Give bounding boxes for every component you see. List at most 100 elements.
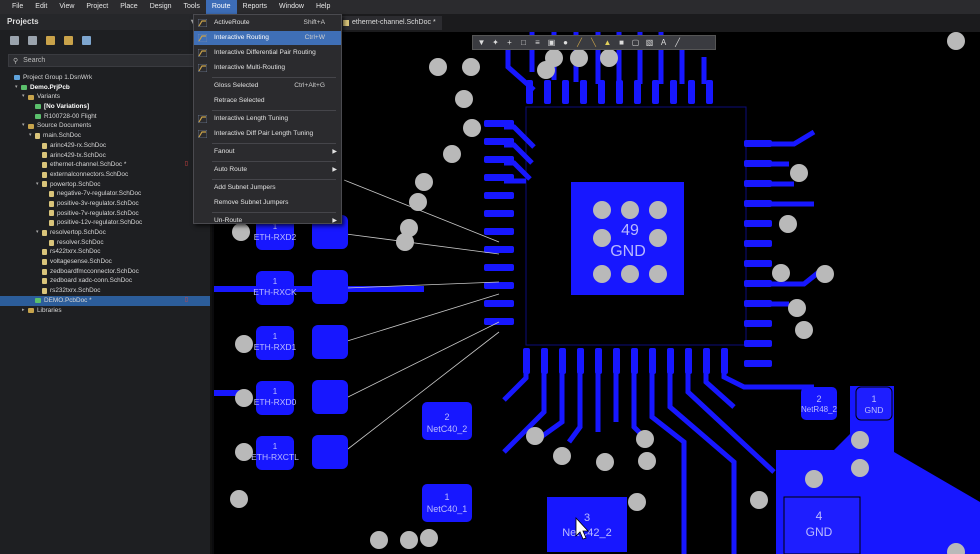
ic-pin[interactable] — [744, 300, 772, 307]
pad-netc42-2[interactable] — [547, 497, 627, 552]
tree-item[interactable]: positive-3v-regulator.SchDoc — [0, 199, 210, 209]
via[interactable] — [816, 265, 834, 283]
via[interactable] — [596, 453, 614, 471]
pcb-drawing[interactable]: 49 GND 1ETH-RXD21ETH-RXCK1ETH-RXD11ETH-R… — [214, 32, 980, 554]
compile-icon[interactable] — [28, 35, 37, 45]
expand-arrow-icon[interactable]: ▾ — [36, 180, 39, 187]
tree-item[interactable]: positive-12v-regulator.SchDoc — [0, 218, 210, 228]
tree-item[interactable]: externalconnectors.SchDoc — [0, 170, 210, 180]
pad-pair[interactable] — [312, 270, 348, 304]
ic-pin[interactable] — [484, 282, 514, 289]
pad-eth-rxck[interactable] — [256, 271, 294, 305]
via[interactable] — [526, 427, 544, 445]
tree-item[interactable]: negative-7v-regulator.SchDoc — [0, 189, 210, 199]
tree-item[interactable]: rs232txrx.SchDoc — [0, 286, 210, 296]
search-input[interactable]: ⚲ Search — [8, 54, 202, 67]
ic-right-pins[interactable] — [744, 140, 772, 367]
pad-pair[interactable] — [312, 325, 348, 359]
component-icon[interactable]: ▣ — [547, 38, 556, 47]
via[interactable] — [396, 233, 414, 251]
menu-item-interactive-diff-pair-length-tuning[interactable]: Interactive Diff Pair Length Tuning — [194, 127, 341, 141]
ic-bottom-pins[interactable] — [523, 348, 728, 374]
ic-pin[interactable] — [744, 160, 772, 167]
ic-pin[interactable] — [580, 80, 587, 104]
pad-gnd-1[interactable] — [855, 386, 893, 421]
ic-pin[interactable] — [744, 200, 772, 207]
via[interactable] — [443, 145, 461, 163]
tree-item[interactable]: ▾powertop.SchDoc — [0, 180, 210, 190]
ic-pin[interactable] — [652, 80, 659, 104]
ic-pin[interactable] — [744, 320, 772, 327]
tree-item[interactable]: [No Variations] — [0, 102, 210, 112]
via[interactable] — [636, 430, 654, 448]
ic-pin[interactable] — [670, 80, 677, 104]
ic-pin[interactable] — [744, 220, 772, 227]
expand-arrow-icon[interactable]: ▾ — [22, 93, 25, 100]
expand-arrow-icon[interactable]: ▾ — [36, 229, 39, 235]
settings-icon[interactable] — [82, 35, 91, 45]
tree-item[interactable]: rs422txrx.SchDoc — [0, 247, 210, 257]
pad-eth-rxctl[interactable] — [256, 436, 294, 470]
via[interactable] — [805, 470, 823, 488]
menu-file[interactable]: File — [12, 3, 24, 10]
pad-pair[interactable] — [312, 435, 348, 469]
pad-netr48-2[interactable] — [801, 387, 837, 420]
menu-design[interactable]: Design — [149, 3, 172, 10]
expand-arrow-icon[interactable]: ▾ — [15, 83, 18, 90]
tab-ethernet-channel[interactable]: ethernet-channel.SchDoc * — [340, 16, 442, 30]
menu-window[interactable]: Window — [279, 3, 304, 10]
via[interactable] — [795, 321, 813, 339]
via[interactable] — [235, 443, 253, 461]
menu-tools[interactable]: Tools — [183, 3, 200, 10]
via[interactable] — [230, 490, 248, 508]
filter-icon[interactable]: ▼ — [477, 38, 486, 47]
copper-trace[interactable] — [214, 390, 244, 396]
menu-place[interactable]: Place — [120, 3, 138, 10]
tree-item[interactable]: ▾main.SchDoc — [0, 131, 210, 141]
menu-item-auto-route[interactable]: Auto Route▶ — [194, 163, 341, 177]
tree-item[interactable]: arinc429-rx.SchDoc — [0, 141, 210, 151]
ic-pin[interactable] — [484, 228, 514, 235]
ic-pin[interactable] — [598, 80, 605, 104]
tree-item[interactable]: zedboardfmcconnector.SchDoc — [0, 267, 210, 277]
via[interactable] — [400, 531, 418, 549]
menu-item-remove-subnet-jumpers[interactable]: Remove Subnet Jumpers — [194, 196, 341, 210]
ic-top-pins[interactable] — [526, 80, 713, 104]
pad-netc40-1[interactable] — [422, 484, 472, 522]
via[interactable] — [553, 447, 571, 465]
via[interactable] — [788, 299, 806, 317]
via[interactable] — [232, 223, 250, 241]
pad-gnd-4[interactable] — [783, 496, 861, 554]
expand-arrow-icon[interactable]: ▾ — [22, 122, 25, 129]
ic-pin[interactable] — [484, 300, 514, 307]
via[interactable] — [570, 49, 588, 67]
ic-pin[interactable] — [744, 360, 772, 367]
via[interactable] — [750, 491, 768, 509]
pad-eth-rxd0[interactable] — [256, 381, 294, 415]
tree-item[interactable]: positive-7v-regulator.SchDoc — [0, 209, 210, 219]
via[interactable] — [537, 61, 555, 79]
menu-item-fanout[interactable]: Fanout▶ — [194, 145, 341, 159]
region-icon[interactable]: ▢ — [631, 38, 640, 47]
left-component-pads[interactable]: 1ETH-RXD21ETH-RXCK1ETH-RXD11ETH-RXD01ETH… — [251, 215, 348, 470]
via[interactable] — [420, 529, 438, 547]
ic-pin[interactable] — [544, 80, 551, 104]
menu-item-interactive-length-tuning[interactable]: Interactive Length Tuning — [194, 112, 341, 126]
left-fanout-traces[interactable] — [504, 124, 536, 184]
move-icon[interactable]: ✦ — [492, 38, 499, 47]
ic-pin[interactable] — [744, 280, 772, 287]
via[interactable] — [772, 264, 790, 282]
via[interactable] — [638, 452, 656, 470]
via-icon[interactable]: ● — [563, 38, 568, 47]
align-icon[interactable]: ≡ — [535, 38, 540, 47]
ic-pin[interactable] — [744, 140, 772, 147]
tree-item[interactable]: arinc429-tx.SchDoc — [0, 151, 210, 161]
pad-eth-rxd2[interactable] — [256, 216, 294, 250]
via[interactable] — [409, 193, 427, 211]
via[interactable] — [370, 531, 388, 549]
menu-item-interactive-multi-routing[interactable]: Interactive Multi-Routing — [194, 61, 341, 75]
tree-item[interactable]: ▾Demo.PrjPcb — [0, 83, 210, 93]
